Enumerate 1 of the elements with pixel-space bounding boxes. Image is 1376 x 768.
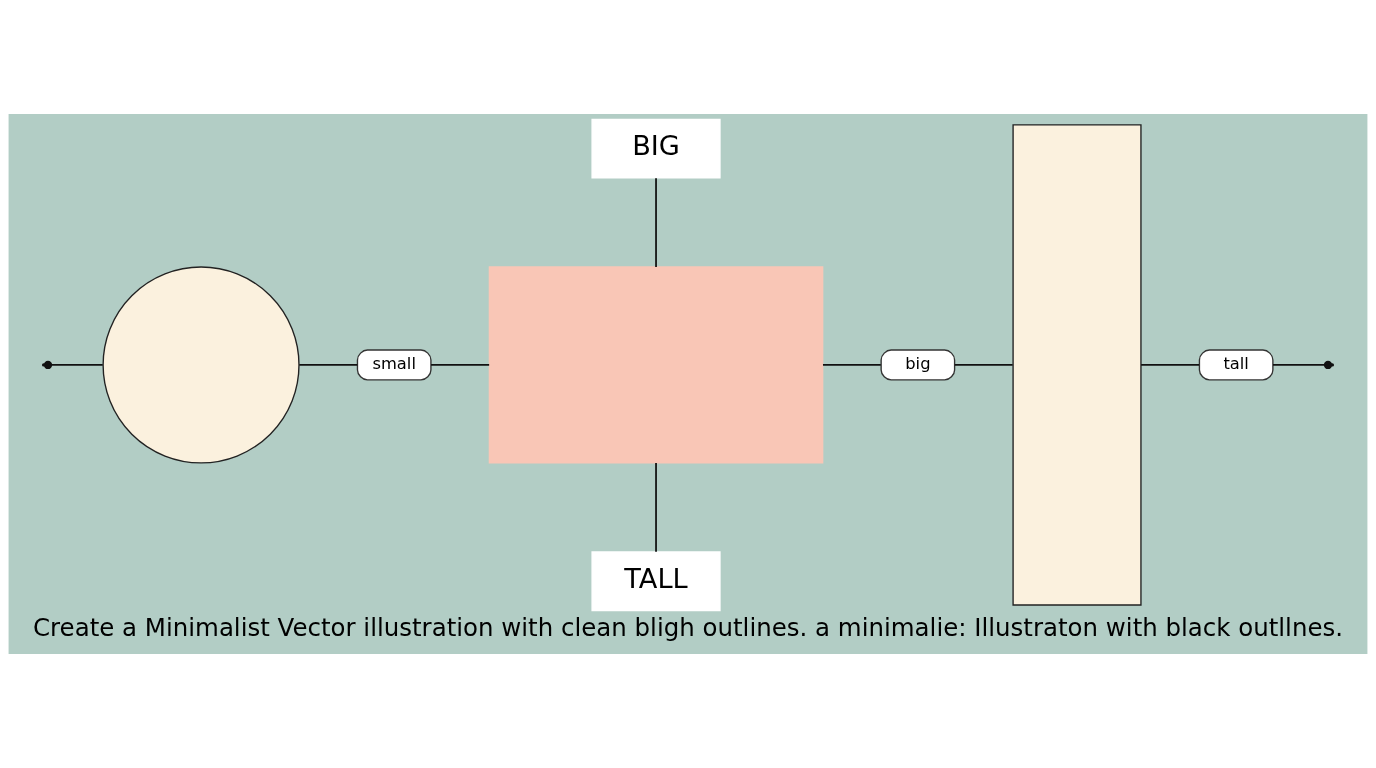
caption: Create a Minimalist Vector illustration with clean bligh outlines. a minimalie: Illustraton with black outllnes.	[32, 612, 1344, 642]
